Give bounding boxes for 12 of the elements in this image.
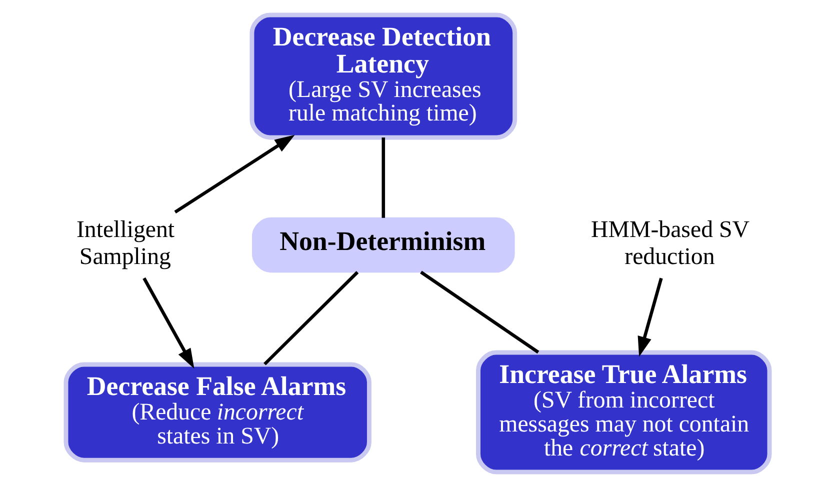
node-box: Decrease Detection Latency (Large SV increases rule matching time) <box>250 12 518 140</box>
node-text: Intelligent Sampling <box>76 216 175 270</box>
arrow <box>638 277 663 356</box>
arrow <box>142 276 194 368</box>
node-box: Non-Determinism <box>252 216 515 272</box>
arrow <box>174 134 295 213</box>
node-text: HMM-based SV reduction <box>591 216 750 270</box>
node-box: Increase True Alarms (SV from incorrect messages may not contain the correct state) <box>476 350 772 474</box>
connector <box>264 270 359 365</box>
node-box: Decrease False Alarms (Reduce incorrect states in SV) <box>64 362 372 462</box>
connector <box>420 270 540 354</box>
connector <box>382 137 386 218</box>
